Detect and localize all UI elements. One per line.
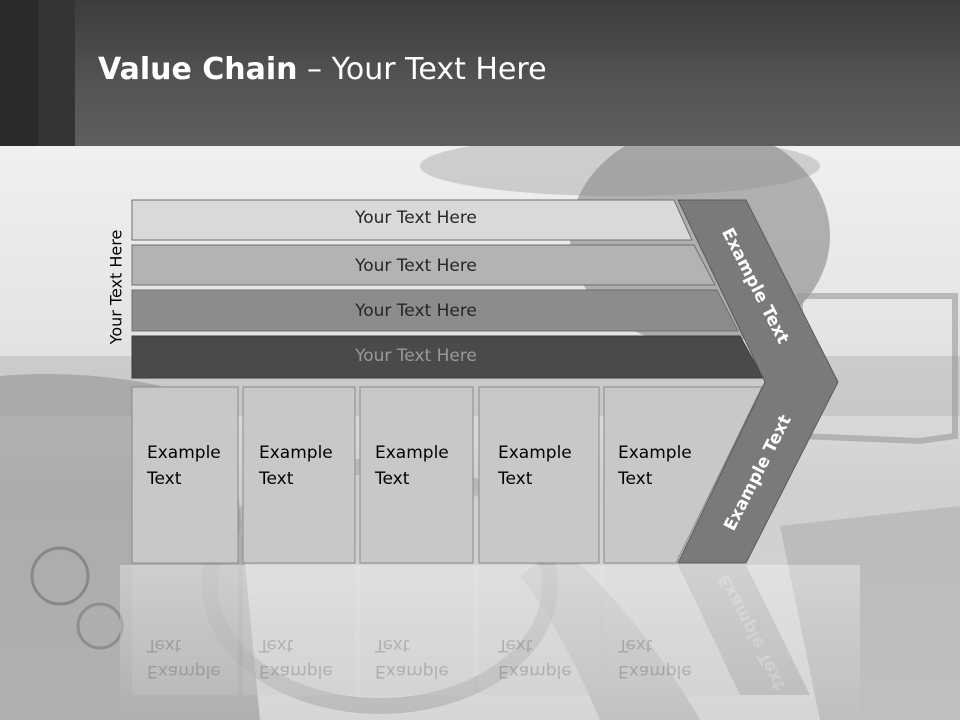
box-3-reflection-line2: Text: [375, 635, 410, 655]
box-4[interactable]: [478, 386, 600, 564]
page-title: Value Chain – Your Text Here: [98, 52, 547, 87]
box-5[interactable]: [603, 386, 763, 564]
box-5-reflection: Example Text: [618, 632, 708, 684]
box-1-line2: Text: [147, 469, 182, 489]
box-3-reflection: Example Text: [375, 632, 465, 684]
box-2-reflection-line2: Text: [259, 635, 294, 655]
box-4-reflection: Example Text: [498, 632, 588, 684]
box-5-reflection-line2: Text: [618, 635, 653, 655]
header-bar: Value Chain – Your Text Here: [0, 0, 960, 146]
reflection-fade: [120, 565, 860, 720]
header-accent-strip-secondary: [38, 0, 75, 146]
bar-3[interactable]: [131, 289, 739, 332]
box-1-reflection: Example Text: [147, 632, 237, 684]
box-3-line2: Text: [375, 469, 410, 489]
bar-3-label: Your Text Here: [355, 301, 477, 321]
title-rest: – Your Text Here: [297, 52, 547, 87]
box-3-line1: Example: [375, 443, 449, 463]
box-3[interactable]: [359, 386, 474, 564]
box-2[interactable]: [242, 386, 356, 564]
box-2-reflection: Example Text: [259, 632, 349, 684]
bar-2-label: Your Text Here: [355, 256, 477, 276]
box-1[interactable]: [131, 386, 239, 564]
bar-1-label: Your Text Here: [355, 208, 477, 228]
box-5-line1: Example: [618, 443, 692, 463]
header-accent-strip: [0, 0, 38, 146]
box-2-line2: Text: [259, 469, 294, 489]
side-label: Your Text Here: [106, 229, 126, 345]
box-5-reflection-line1: Example: [618, 661, 692, 681]
box-1-reflection-line2: Text: [147, 635, 182, 655]
box-4-reflection-line2: Text: [498, 635, 533, 655]
box-5-line2: Text: [618, 469, 653, 489]
box-3-reflection-line1: Example: [375, 661, 449, 681]
box-2-reflection-line1: Example: [259, 661, 333, 681]
value-chain-chevron[interactable]: [677, 199, 839, 564]
box-2-line1: Example: [259, 443, 333, 463]
box-4-reflection-line1: Example: [498, 661, 572, 681]
bar-2[interactable]: [131, 244, 716, 286]
box-1-line1: Example: [147, 443, 221, 463]
bar-4-label: Your Text Here: [355, 346, 477, 366]
box-4-line2: Text: [498, 469, 533, 489]
box-1-reflection-line1: Example: [147, 661, 221, 681]
bar-1[interactable]: [131, 199, 693, 241]
box-4-line1: Example: [498, 443, 572, 463]
title-bold: Value Chain: [98, 52, 298, 87]
